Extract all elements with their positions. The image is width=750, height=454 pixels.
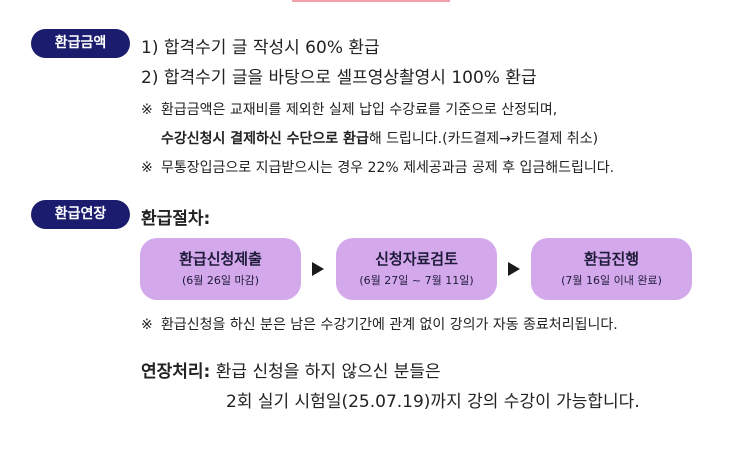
refund-amount-badge: 환급금액 <box>31 29 130 58</box>
auto-termination-text: 환급신청을 하신 분은 남은 수강기간에 관계 없이 강의가 자동 종료처리됩니… <box>161 317 618 333</box>
top-accent-line <box>292 0 450 2</box>
step-title: 환급신청제출 <box>179 250 262 268</box>
arrow-right-icon <box>312 262 324 276</box>
step-title: 신청자료검토 <box>375 250 458 268</box>
refund-method-rest: 해 드립니다.(카드결제→카드결제 취소) <box>368 131 599 147</box>
refund-extension-badge: 환급연장 <box>31 200 130 229</box>
refund-note-2-text: 무통장입금으로 지급받으시는 경우 22% 제세공과금 공제 후 입금해드립니다… <box>161 160 615 176</box>
step-date: (7월 16일 이내 완료) <box>561 274 662 287</box>
refund-note-2: ※ 무통장입금으로 지급받으시는 경우 22% 제세공과금 공제 후 입금해드립니… <box>141 157 614 177</box>
extension-line-1: 연장처리: 환급 신청을 하지 않으신 분들은 <box>141 357 441 382</box>
step-title: 환급진행 <box>583 250 640 268</box>
extension-line-2: 2회 실기 시험일(25.07.19)까지 강의 수강이 가능합니다. <box>226 392 640 412</box>
note-mark-icon: ※ <box>141 317 153 333</box>
refund-item-1: 1) 합격수기 글 작성시 60% 환급 <box>141 38 380 58</box>
extension-text-1: 환급 신청을 하지 않으신 분들은 <box>215 362 441 382</box>
step-date: (6월 27일 ~ 7월 11일) <box>359 274 474 287</box>
step-date: (6월 26일 마감) <box>181 274 260 287</box>
arrow-right-icon <box>508 262 520 276</box>
procedure-title: 환급절차: <box>141 209 211 229</box>
step-refund-request: 환급신청제출 (6월 26일 마감) <box>140 238 301 300</box>
note-mark-icon: ※ <box>141 102 153 118</box>
refund-item-2: 2) 합격수기 글을 바탕으로 셀프영상촬영시 100% 환급 <box>141 68 537 88</box>
note-mark-icon: ※ <box>141 160 153 176</box>
auto-termination-note: ※ 환급신청을 하신 분은 남은 수강기간에 관계 없이 강의가 자동 종료처리됩… <box>141 314 618 334</box>
step-refund-progress: 환급진행 (7월 16일 이내 완료) <box>531 238 692 300</box>
step-document-review: 신청자료검토 (6월 27일 ~ 7월 11일) <box>336 238 497 300</box>
refund-method-emphasis: 수강신청시 결제하신 수단으로 환급 <box>161 131 369 147</box>
refund-note-1-line-1: ※ 환급금액은 교재비를 제외한 실제 납입 수강료를 기준으로 산정되며, <box>141 99 557 119</box>
refund-note-1-text: 환급금액은 교재비를 제외한 실제 납입 수강료를 기준으로 산정되며, <box>161 102 558 118</box>
refund-note-1-line-2: 수강신청시 결제하신 수단으로 환급해 드립니다.(카드결제→카드결제 취소) <box>161 128 598 148</box>
extension-label: 연장처리: <box>141 362 211 382</box>
